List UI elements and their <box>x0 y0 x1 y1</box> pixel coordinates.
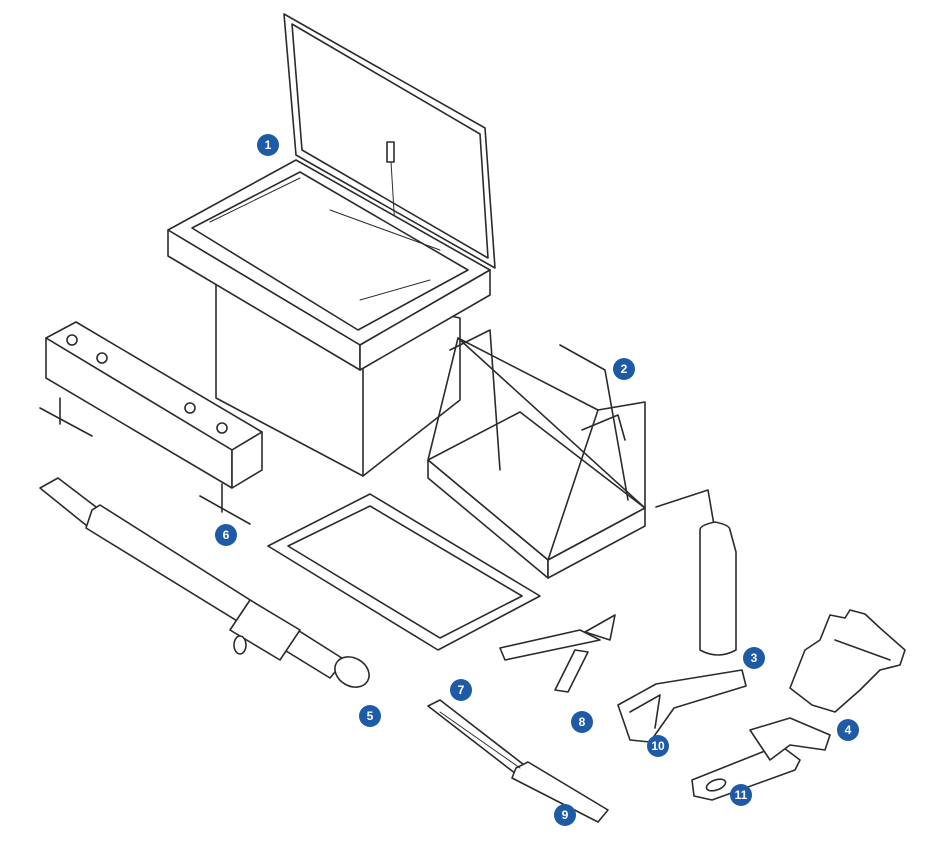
callout-4: 4 <box>837 719 859 741</box>
callout-8: 8 <box>571 711 593 733</box>
callout-6: 6 <box>215 524 237 546</box>
basket-part <box>427 329 646 579</box>
callout-7-circle <box>450 679 472 701</box>
callout-11-label: 11 <box>735 788 748 802</box>
scoop-part <box>617 669 747 743</box>
callout-2-circle <box>613 358 635 380</box>
callout-5-label: 5 <box>367 709 374 723</box>
gloves-part <box>789 609 906 713</box>
callout-10-circle <box>647 735 669 757</box>
callout-3-label: 3 <box>751 651 758 665</box>
callout-2-label: 2 <box>621 362 628 376</box>
callout-7-label: 7 <box>458 683 465 697</box>
callout-11-circle <box>730 784 752 806</box>
callout-8-circle <box>571 711 593 733</box>
callout-1-circle <box>257 134 279 156</box>
callout-8-label: 8 <box>579 715 586 729</box>
callout-6-circle <box>215 524 237 546</box>
scraper-part <box>427 699 609 823</box>
callout-1-label: 1 <box>265 138 272 152</box>
clip-part <box>691 717 831 801</box>
bottle-part <box>655 489 737 656</box>
callout-11: 11 <box>730 784 752 806</box>
callout-9-label: 9 <box>562 808 569 822</box>
pliers-part <box>499 614 616 693</box>
tray-part <box>267 493 541 651</box>
callout-3: 3 <box>743 647 765 669</box>
bracket-part <box>39 321 263 525</box>
callout-5: 5 <box>359 705 381 727</box>
callout-9-circle <box>554 804 576 826</box>
callout-2: 2 <box>613 358 635 380</box>
callout-3-circle <box>743 647 765 669</box>
callout-1: 1 <box>257 134 279 156</box>
callout-7: 7 <box>450 679 472 701</box>
callout-10: 10 <box>647 735 669 757</box>
callout-9: 9 <box>554 804 576 826</box>
tank-lid <box>283 13 496 269</box>
callout-4-circle <box>837 719 859 741</box>
tank-part <box>167 13 496 477</box>
heater-part <box>39 477 370 688</box>
callout-6-label: 6 <box>223 528 230 542</box>
callout-10-label: 10 <box>651 739 665 753</box>
callout-5-circle <box>359 705 381 727</box>
callout-4-label: 4 <box>845 723 852 737</box>
